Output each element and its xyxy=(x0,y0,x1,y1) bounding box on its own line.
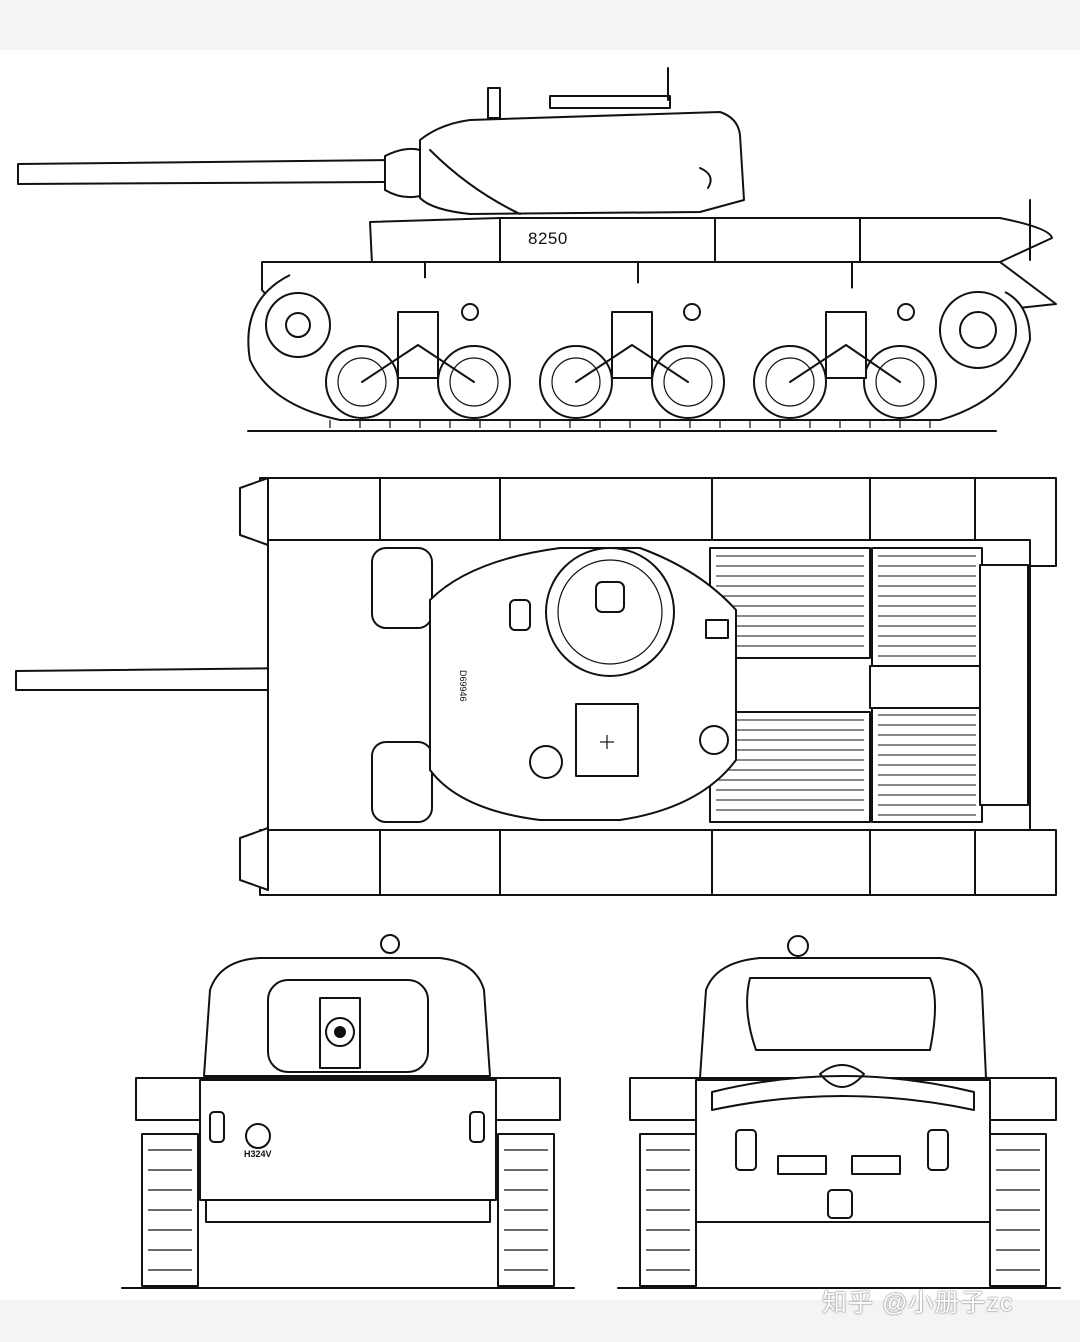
side-road-wheel-5-rim xyxy=(766,358,814,406)
rear-right-track-links xyxy=(996,1150,1040,1270)
rear-left-track-links xyxy=(646,1150,690,1270)
side-road-wheel-2-rim xyxy=(450,358,498,406)
side-turret xyxy=(420,112,744,214)
side-bogie-arm-1 xyxy=(362,345,474,382)
side-sprocket-hub xyxy=(960,312,996,348)
top-engine-grill-4 xyxy=(872,705,982,822)
side-turret-handle xyxy=(700,168,711,188)
side-road-wheel-4-rim xyxy=(664,358,712,406)
side-track-links xyxy=(330,420,930,428)
top-turret-periscope-1 xyxy=(510,600,530,630)
rear-tail-light-left xyxy=(778,1156,826,1174)
watermark-text: 知乎 @小册子zc xyxy=(822,1289,1014,1317)
top-margin-band xyxy=(0,0,1080,50)
top-view-drawing xyxy=(0,0,1080,910)
rear-turret-bustle xyxy=(747,978,935,1050)
side-idler-hub xyxy=(286,313,310,337)
top-driver-hatch xyxy=(372,548,432,628)
rear-tow-pintle xyxy=(828,1190,852,1218)
front-bow-mg xyxy=(246,1124,270,1148)
rear-tail-light-right xyxy=(852,1156,900,1174)
rear-exhaust-right xyxy=(928,1130,948,1170)
side-return-roller-2 xyxy=(684,304,700,320)
front-left-track-links xyxy=(148,1150,192,1270)
top-codriver-hatch xyxy=(372,742,432,822)
front-lower-plate xyxy=(206,1200,490,1222)
hull-number: 8250 xyxy=(528,229,568,248)
front-headlight-right xyxy=(470,1112,484,1142)
rear-view-drawing xyxy=(0,0,1080,1300)
rear-tow-hook-top xyxy=(820,1065,864,1087)
top-front-right-light xyxy=(240,828,268,890)
top-grill-slats-4 xyxy=(878,715,976,815)
top-grill-slats-2 xyxy=(716,720,864,810)
side-turret-bustle-line xyxy=(430,150,520,214)
front-gun-bore xyxy=(334,1026,346,1038)
side-periscope xyxy=(488,88,500,118)
side-cupola xyxy=(550,96,670,108)
rear-turret-vent xyxy=(788,936,808,956)
rear-exhaust-left xyxy=(736,1130,756,1170)
top-turret-vent xyxy=(530,746,562,778)
top-grill-slats-1 xyxy=(716,556,864,646)
side-return-roller-3 xyxy=(898,304,914,320)
bottom-margin-band xyxy=(0,1300,1080,1342)
side-road-wheel-6-rim xyxy=(876,358,924,406)
front-right-track-links xyxy=(504,1150,548,1270)
top-grill-slats-3 xyxy=(878,556,976,656)
top-turret-box xyxy=(706,620,728,638)
side-view-drawing xyxy=(0,0,1080,440)
side-bogie-arm-3 xyxy=(790,345,900,382)
side-upper-hull xyxy=(370,218,1052,264)
top-cupola-ring xyxy=(558,560,662,664)
top-front-left-light xyxy=(240,478,268,545)
front-turret-periscope xyxy=(381,935,399,953)
front-plate-serial: H324V xyxy=(244,1149,272,1159)
front-view-drawing xyxy=(0,0,1080,1300)
top-rear-deck-panel xyxy=(980,565,1028,805)
front-headlight-left xyxy=(210,1112,224,1142)
side-bogie-arm-2 xyxy=(576,345,688,382)
side-road-wheel-1-rim xyxy=(338,358,386,406)
top-cupola-periscope xyxy=(596,582,624,612)
top-turret-port xyxy=(700,726,728,754)
side-road-wheel-3-rim xyxy=(552,358,600,406)
front-glacis-plate xyxy=(200,1080,496,1200)
rear-leaf-spring xyxy=(712,1076,974,1110)
side-return-roller-1 xyxy=(462,304,478,320)
